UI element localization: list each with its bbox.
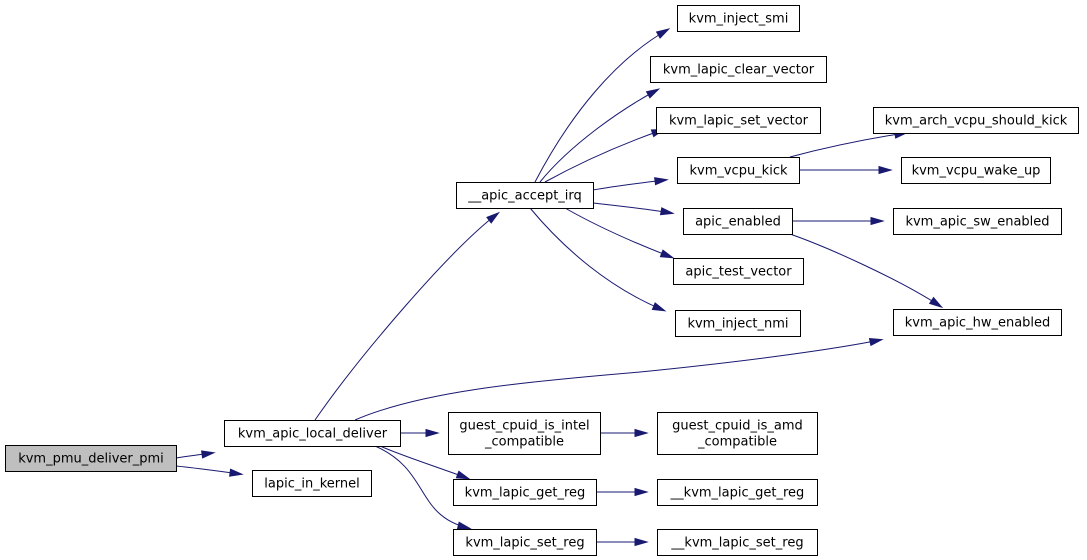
edge-kvm-apic-local-deliver-to-kvm-lapic-set-reg-arrowhead xyxy=(456,521,472,530)
edge-kvm-apic-local-deliver-to-kvm-apic-hw-enabled-arrowhead xyxy=(868,337,884,347)
node-box[interactable] xyxy=(657,412,818,455)
node-label: lapic_in_kernel xyxy=(264,477,359,492)
edge-apic-accept-irq-to-kvm-inject-nmi xyxy=(529,207,664,311)
node-apic-enabled[interactable]: apic_enabled xyxy=(683,208,793,235)
node-kvm-arch-vcpu-should-kick[interactable]: kvm_arch_vcpu_should_kick xyxy=(873,107,1079,134)
node-box[interactable] xyxy=(677,157,800,184)
node-box[interactable] xyxy=(453,529,597,556)
node-box[interactable] xyxy=(252,470,372,497)
node-label: kvm_vcpu_wake_up xyxy=(912,164,1041,179)
node-box[interactable] xyxy=(453,479,597,506)
node-label: kvm_lapic_get_reg xyxy=(465,486,586,501)
node-kvm-apic-sw-enabled[interactable]: kvm_apic_sw_enabled xyxy=(893,208,1062,235)
node-label: __kvm_lapic_set_reg xyxy=(670,536,803,551)
edge-apic-accept-irq-to-apic-enabled xyxy=(592,202,672,214)
edge-kvm-pmu-deliver-pmi-to-lapic-in-kernel-arrowhead xyxy=(229,468,244,477)
node-kvm-lapic-set-vector[interactable]: kvm_lapic_set_vector xyxy=(656,107,821,134)
node-label: kvm_lapic_clear_vector xyxy=(663,63,815,78)
edge-apic-accept-irq-to-kvm-vcpu-kick-arrowhead xyxy=(654,177,669,186)
edge-kvm-vcpu-kick-to-kvm-vcpu-wake-up-arrowhead xyxy=(878,165,893,175)
edge-apic-enabled-to-kvm-apic-hw-enabled xyxy=(789,233,941,307)
node-label: kvm_vcpu_kick xyxy=(689,164,788,179)
node-box[interactable] xyxy=(448,412,601,455)
node-label: _compatible xyxy=(697,435,777,450)
node-kvm-vcpu-wake-up[interactable]: kvm_vcpu_wake_up xyxy=(901,157,1051,184)
node-label: kvm_apic_hw_enabled xyxy=(905,316,1051,331)
node-label: kvm_apic_local_deliver xyxy=(238,427,388,442)
node-box[interactable] xyxy=(677,5,800,32)
node-box[interactable] xyxy=(673,258,804,285)
node-lapic-in-kernel[interactable]: lapic_in_kernel xyxy=(252,470,372,497)
edge-apic-accept-irq-to-kvm-inject-smi xyxy=(534,29,668,183)
node-box[interactable] xyxy=(656,107,821,134)
node-label: _compatible xyxy=(484,435,564,450)
node-label: kvm_apic_sw_enabled xyxy=(905,215,1049,230)
node-box[interactable] xyxy=(901,157,1051,184)
edge-kvm-lapic-get-reg-to-kvm-lapic-get-reg-arrowhead xyxy=(634,487,649,497)
node-box[interactable] xyxy=(650,56,827,83)
node-kvm-inject-nmi[interactable]: kvm_inject_nmi xyxy=(675,310,801,337)
node-guest-cpuid-is-amd-compatible[interactable]: guest_cpuid_is_amd_compatible xyxy=(657,412,818,455)
node-label: __kvm_lapic_get_reg xyxy=(670,486,805,501)
edge-kvm-apic-local-deliver-to-apic-accept-irq-arrowhead xyxy=(486,211,501,224)
edge-apic-enabled-to-kvm-apic-hw-enabled-arrowhead xyxy=(928,296,944,309)
node-guest-cpuid-is-intel-compatible[interactable]: guest_cpuid_is_intel_compatible xyxy=(448,412,601,455)
node-label: kvm_arch_vcpu_should_kick xyxy=(885,114,1068,129)
edge-apic-accept-irq-to-kvm-vcpu-kick xyxy=(592,179,666,191)
edge-kvm-lapic-set-reg-to-kvm-lapic-set-reg-arrowhead xyxy=(634,537,649,547)
node-box[interactable] xyxy=(675,310,801,337)
node-label: kvm_inject_smi xyxy=(689,12,789,27)
edge-apic-accept-irq-to-kvm-lapic-clear-vector-arrowhead xyxy=(645,88,661,99)
node-kvm-vcpu-kick[interactable]: kvm_vcpu_kick xyxy=(677,157,800,184)
node-kvm-pmu-deliver-pmi[interactable]: kvm_pmu_deliver_pmi xyxy=(5,445,177,472)
node-kvm-lapic-set-reg[interactable]: kvm_lapic_set_reg xyxy=(453,529,597,556)
edge-apic-accept-irq-to-kvm-lapic-clear-vector xyxy=(539,89,658,183)
node-label: kvm_pmu_deliver_pmi xyxy=(18,452,164,467)
edge-kvm-apic-local-deliver-to-apic-accept-irq xyxy=(314,213,498,421)
node-kvm-lapic-get-reg[interactable]: __kvm_lapic_get_reg xyxy=(657,479,818,506)
node-label: __apic_accept_irq xyxy=(467,189,582,204)
edge-apic-accept-irq-to-kvm-lapic-set-vector xyxy=(544,129,663,183)
edge-apic-accept-irq-to-kvm-inject-nmi-arrowhead xyxy=(651,302,667,312)
node-kvm-lapic-set-reg[interactable]: __kvm_lapic_set_reg xyxy=(657,529,818,556)
nodes-layer: kvm_pmu_deliver_pmi kvm_apic_local_delive… xyxy=(5,5,1079,556)
edge-apic-accept-irq-to-apic-test-vector-arrowhead xyxy=(659,249,675,259)
node-box[interactable] xyxy=(893,208,1062,235)
edge-apic-accept-irq-to-kvm-inject-smi-arrowhead xyxy=(655,28,671,39)
edge-apic-accept-irq-to-apic-enabled-arrowhead xyxy=(659,207,675,216)
node-box[interactable] xyxy=(456,182,594,209)
edge-kvm-apic-local-deliver-to-kvm-apic-hw-enabled xyxy=(354,339,881,421)
node-box[interactable] xyxy=(5,445,177,472)
node-box[interactable] xyxy=(683,208,793,235)
node-label: kvm_lapic_set_vector xyxy=(669,114,809,129)
node-kvm-lapic-clear-vector[interactable]: kvm_lapic_clear_vector xyxy=(650,56,827,83)
node-label: guest_cpuid_is_intel xyxy=(459,419,589,434)
node-label: kvm_lapic_set_reg xyxy=(465,536,584,551)
node-label: guest_cpuid_is_amd xyxy=(672,419,803,434)
node-kvm-inject-smi[interactable]: kvm_inject_smi xyxy=(677,5,800,32)
node-box[interactable] xyxy=(224,420,401,447)
node-box[interactable] xyxy=(893,309,1062,336)
node-label: apic_enabled xyxy=(695,215,781,230)
node-label: apic_test_vector xyxy=(685,265,792,280)
node-label: kvm_inject_nmi xyxy=(687,317,788,332)
edge-kvm-apic-local-deliver-to-kvm-lapic-get-reg-arrowhead xyxy=(455,470,471,480)
node-box[interactable] xyxy=(657,529,818,556)
edges-layer xyxy=(175,28,944,547)
edge-kvm-vcpu-kick-to-kvm-arch-vcpu-should-kick xyxy=(789,132,906,158)
edge-guest-cpuid-is-intel-compatible-to-guest-cpuid-is-amd-compatible-arrowhead xyxy=(634,428,649,438)
edge-apic-accept-irq-to-apic-test-vector xyxy=(564,207,672,258)
node-kvm-apic-hw-enabled[interactable]: kvm_apic_hw_enabled xyxy=(893,309,1062,336)
node-kvm-apic-local-deliver[interactable]: kvm_apic_local_deliver xyxy=(224,420,401,447)
node-box[interactable] xyxy=(657,479,818,506)
node-apic-test-vector[interactable]: apic_test_vector xyxy=(673,258,804,285)
node-apic-accept-irq[interactable]: __apic_accept_irq xyxy=(456,182,594,209)
edge-apic-enabled-to-kvm-apic-sw-enabled-arrowhead xyxy=(870,216,885,226)
node-box[interactable] xyxy=(873,107,1079,134)
edge-kvm-apic-local-deliver-to-kvm-lapic-set-reg xyxy=(374,445,469,529)
node-kvm-lapic-get-reg[interactable]: kvm_lapic_get_reg xyxy=(453,479,597,506)
edge-kvm-pmu-deliver-pmi-to-kvm-apic-local-deliver-arrowhead xyxy=(201,450,216,459)
edge-kvm-apic-local-deliver-to-guest-cpuid-is-intel-compatible-arrowhead xyxy=(425,428,440,438)
